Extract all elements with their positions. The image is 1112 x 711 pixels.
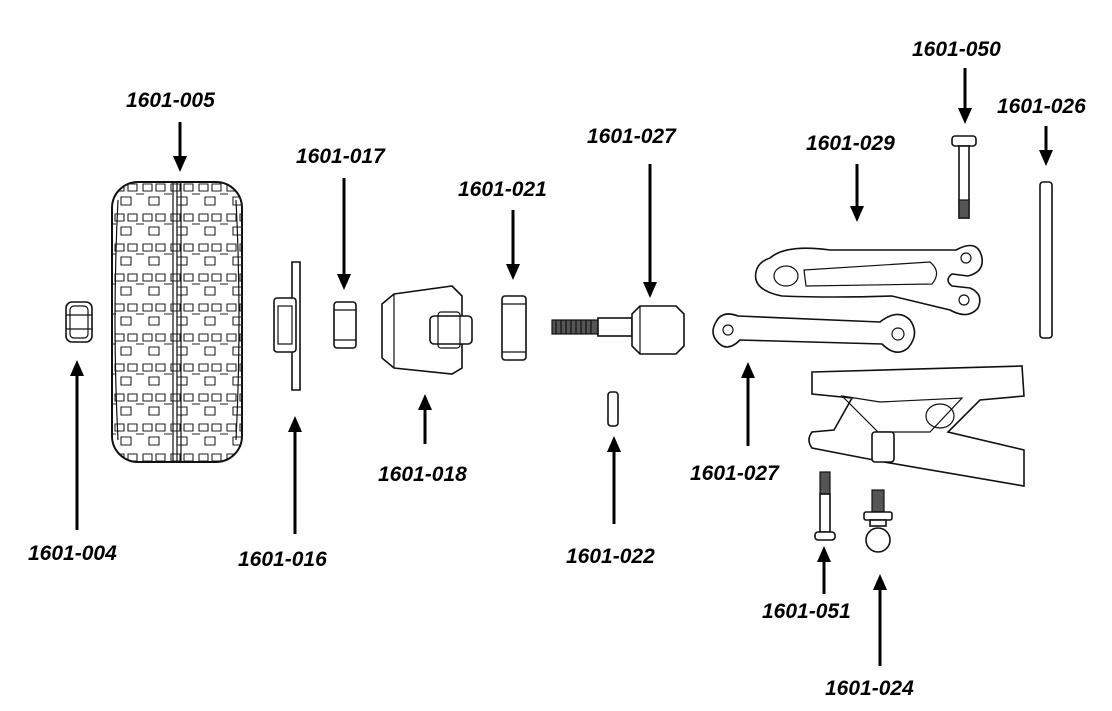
arrow-1601-022	[607, 436, 621, 524]
arrow-1601-004	[70, 360, 84, 530]
part-1601-051-screw	[814, 471, 836, 541]
arrow-1601-024	[873, 574, 887, 666]
label-1601-022: 1601-022	[566, 545, 655, 568]
part-1601-050-hinge-pin	[951, 135, 977, 219]
arrow-1601-050	[958, 68, 972, 124]
arrow-1601-016	[288, 416, 302, 534]
label-1601-024: 1601-024	[825, 677, 914, 700]
label-1601-021: 1601-021	[458, 178, 547, 201]
label-1601-029: 1601-029	[806, 132, 895, 155]
part-1601-024-lower-arm	[808, 365, 1025, 487]
part-1601-018-carrier	[381, 285, 473, 375]
part-1601-024-ball-stud	[863, 489, 893, 553]
arrow-1601-027-top	[643, 164, 657, 298]
part-1601-004-nut	[65, 301, 93, 343]
arrow-1601-017	[337, 178, 351, 290]
part-1601-021-bearing	[501, 295, 527, 361]
label-1601-004: 1601-004	[28, 542, 117, 565]
label-1601-017: 1601-017	[296, 145, 385, 168]
label-1601-018: 1601-018	[378, 463, 467, 486]
arrow-1601-029	[850, 164, 864, 222]
label-1601-051: 1601-051	[762, 600, 851, 623]
arrow-1601-021	[506, 210, 520, 280]
arrow-1601-026	[1039, 126, 1053, 166]
label-1601-016: 1601-016	[238, 548, 327, 571]
label-1601-026: 1601-026	[997, 95, 1086, 118]
part-1601-027-dogbone	[712, 313, 916, 353]
part-1601-017-bearing	[333, 301, 357, 349]
label-1601-050: 1601-050	[912, 38, 1001, 61]
arrow-1601-005	[173, 122, 187, 172]
part-1601-026-long-pin	[1039, 181, 1053, 339]
arrow-1601-051	[817, 546, 831, 594]
part-1601-022-pin	[607, 391, 619, 427]
label-1601-005: 1601-005	[126, 89, 215, 112]
part-1601-029-upper-arm	[754, 244, 984, 316]
arrow-1601-018	[418, 394, 432, 444]
label-1601-027-bottom: 1601-027	[690, 462, 779, 485]
arrow-1601-027-bottom	[741, 362, 755, 446]
part-1601-005-tire	[111, 181, 243, 463]
callout-arrows	[70, 68, 1053, 666]
part-1601-016-hub	[273, 261, 301, 391]
label-1601-027-top: 1601-027	[587, 125, 676, 148]
part-1601-027-axle	[551, 305, 685, 355]
